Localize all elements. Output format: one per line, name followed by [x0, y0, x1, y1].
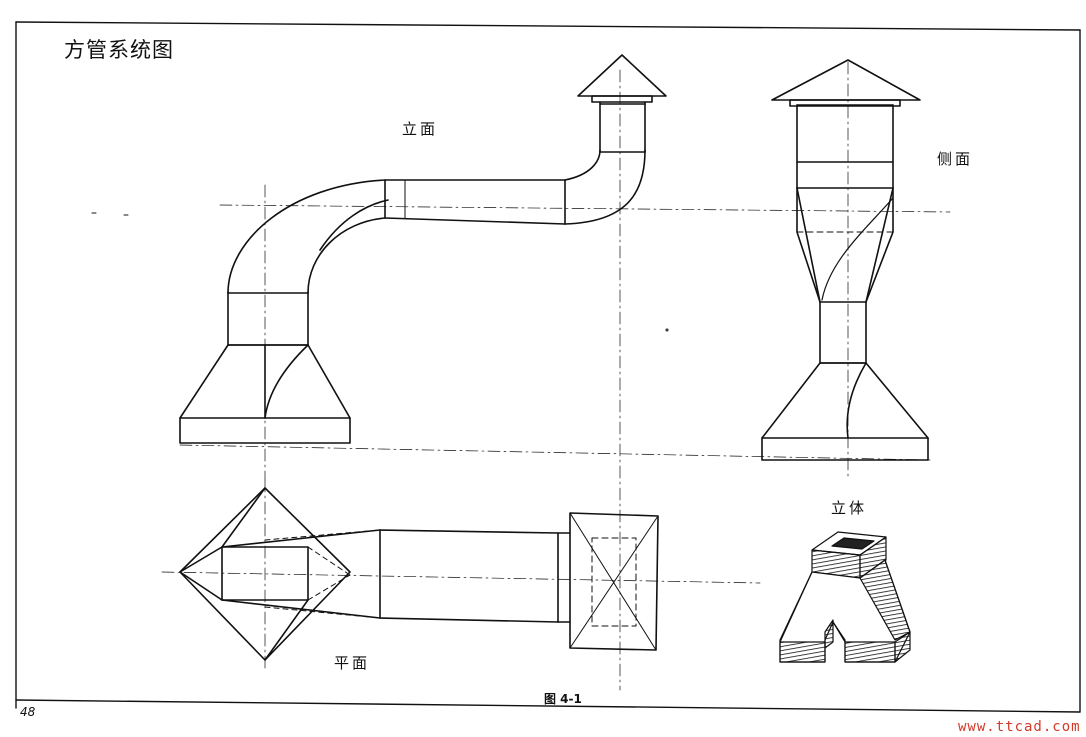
elev-cap-collar	[591, 95, 653, 103]
scan-marks	[91, 212, 669, 332]
figure-caption: 图 4-1	[544, 692, 582, 706]
plan-label: 平面	[334, 654, 371, 672]
plan-hood-diamond	[179, 487, 351, 661]
drawing-title: 方管系统图	[64, 38, 174, 62]
elevation-centerlines	[179, 69, 951, 691]
elev-small-elbow	[564, 149, 601, 181]
page-frame	[15, 21, 1081, 713]
isometric-view	[779, 531, 911, 663]
watermark: www.ttcad.com	[958, 719, 1081, 735]
side-hood-base	[761, 437, 929, 461]
side-cap	[771, 59, 921, 101]
elevation-view	[179, 54, 951, 691]
side-view	[761, 59, 929, 481]
side-label: 侧面	[937, 150, 974, 168]
plan-view	[161, 479, 761, 671]
elev-big-elbow	[227, 179, 386, 294]
elev-hood-base	[179, 417, 351, 444]
page-number: 48	[20, 705, 36, 719]
isometric-label: 立体	[831, 499, 868, 517]
elev-cap	[577, 54, 667, 97]
elevation-label: 立面	[402, 120, 439, 138]
